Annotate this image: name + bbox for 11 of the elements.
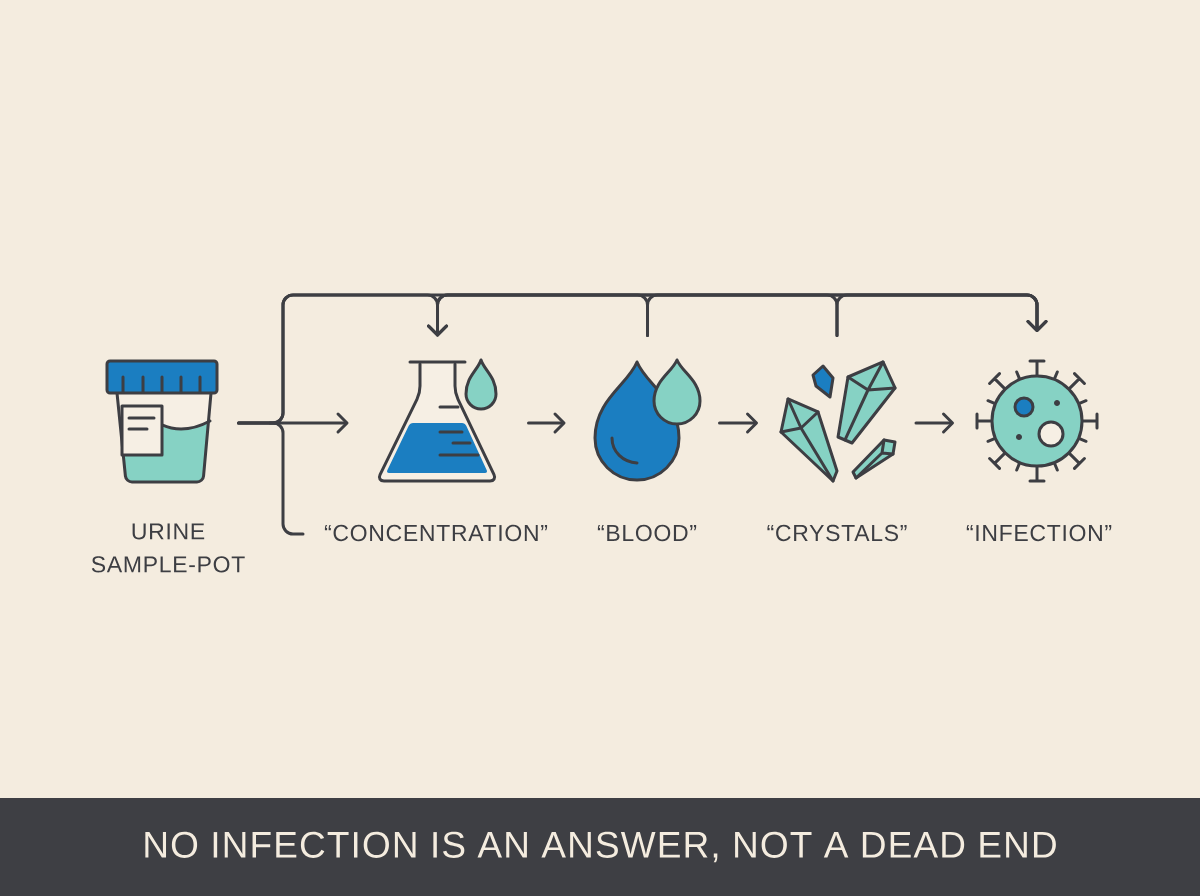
icon-label: “CONCENTRATION” bbox=[324, 524, 548, 542]
icon-label: “INFECTION” bbox=[966, 524, 1112, 542]
arrow bbox=[835, 293, 1048, 337]
arrow bbox=[527, 412, 566, 434]
icon-label: “CRYSTALS” bbox=[767, 524, 907, 542]
caption-banner: NO INFECTION IS AN ANSWER, NOT A DEAD END bbox=[0, 798, 1200, 896]
arrow bbox=[718, 412, 758, 434]
icon-label: URINE SAMPLE-POT bbox=[91, 523, 245, 573]
arrow bbox=[427, 293, 839, 337]
icon-label: “BLOOD” bbox=[597, 524, 697, 542]
arrow bbox=[914, 412, 954, 434]
